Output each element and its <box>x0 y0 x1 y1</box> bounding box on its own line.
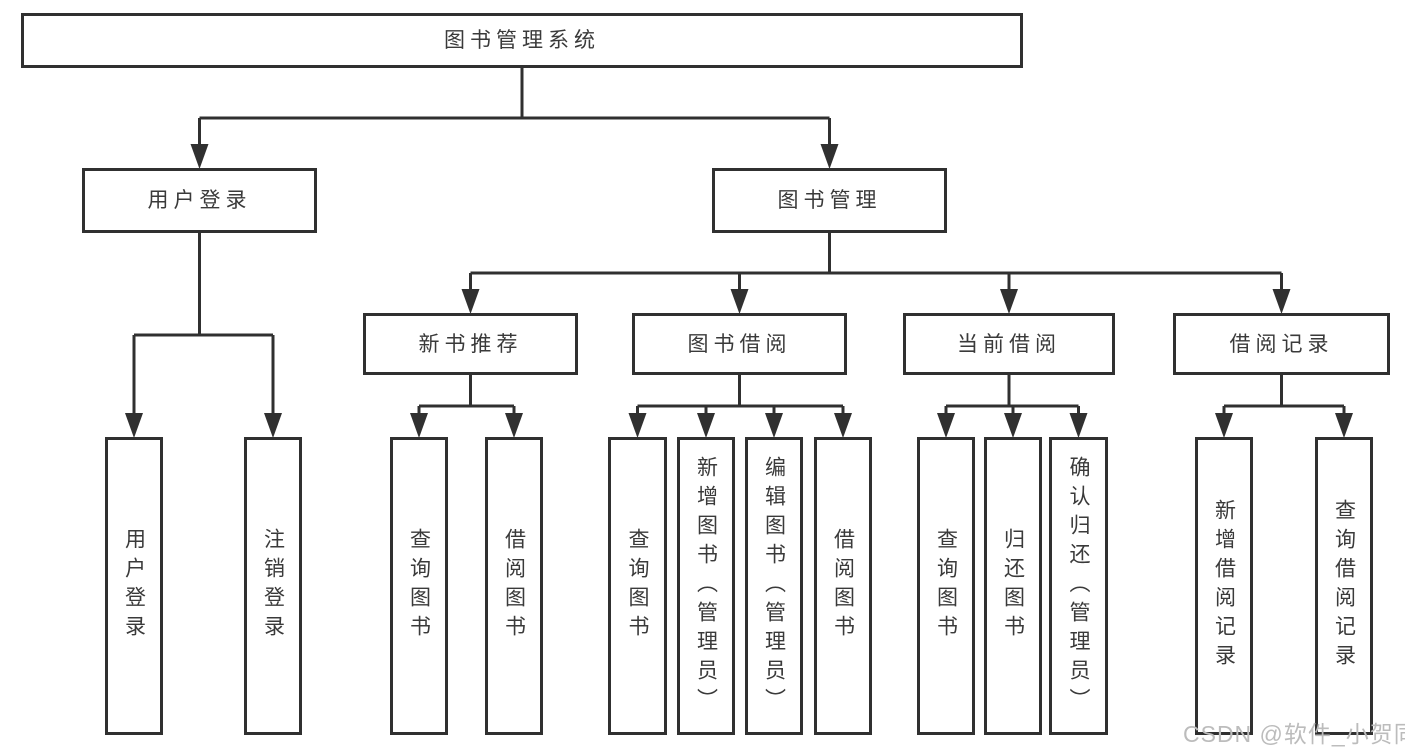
node-label: 查询图书 <box>934 528 958 644</box>
node-book-borrow: 图书借阅 <box>632 313 847 375</box>
node-leaf-nb-query: 查询图书 <box>390 437 448 735</box>
node-leaf-bb-query: 查询图书 <box>608 437 667 735</box>
node-leaf-logout: 注销登录 <box>244 437 302 735</box>
node-leaf-br-query: 查询借阅记录 <box>1315 437 1373 735</box>
node-label: 新增借阅记录 <box>1212 499 1236 673</box>
node-label: 注销登录 <box>261 528 285 644</box>
node-leaf-cb-query: 查询图书 <box>917 437 975 735</box>
node-label: 图书管理系统 <box>444 29 600 52</box>
node-label: 借阅记录 <box>1229 332 1334 356</box>
csdn-watermark: CSDN @软件_小贺同学 <box>1183 721 1405 747</box>
node-borrow-records: 借阅记录 <box>1173 313 1390 375</box>
node-label: 当前借阅 <box>957 332 1061 356</box>
node-label: 用户登录 <box>147 189 252 212</box>
node-label: 图书管理 <box>777 189 882 212</box>
node-label: 确认归还（管理员） <box>1067 455 1090 717</box>
node-leaf-bb-borrow: 借阅图书 <box>814 437 872 735</box>
node-current-borrow: 当前借阅 <box>903 313 1115 375</box>
node-leaf-bb-add: 新增图书（管理员） <box>677 437 735 735</box>
node-label: 查询借阅记录 <box>1332 499 1356 673</box>
node-label: 借阅图书 <box>831 528 855 644</box>
node-label: 借阅图书 <box>502 528 526 644</box>
node-label: 用户登录 <box>122 528 146 644</box>
node-user-login: 用户登录 <box>82 168 317 233</box>
node-root: 图书管理系统 <box>21 13 1023 68</box>
node-leaf-user-login: 用户登录 <box>105 437 163 735</box>
node-new-book-rec: 新书推荐 <box>363 313 578 375</box>
node-label: 编辑图书（管理员） <box>762 455 786 717</box>
node-leaf-bb-edit: 编辑图书（管理员） <box>745 437 803 735</box>
node-book-mgmt: 图书管理 <box>712 168 947 233</box>
node-label: 查询图书 <box>626 528 649 644</box>
node-label: 图书借阅 <box>687 332 792 356</box>
node-label: 归还图书 <box>1001 528 1025 644</box>
node-label: 新增图书（管理员） <box>694 455 718 717</box>
node-leaf-cb-return: 归还图书 <box>984 437 1042 735</box>
node-label: 新书推荐 <box>418 332 523 356</box>
node-leaf-nb-borrow: 借阅图书 <box>485 437 543 735</box>
node-leaf-br-add: 新增借阅记录 <box>1195 437 1253 735</box>
node-leaf-cb-confirm: 确认归还（管理员） <box>1049 437 1108 735</box>
node-label: 查询图书 <box>407 528 431 644</box>
